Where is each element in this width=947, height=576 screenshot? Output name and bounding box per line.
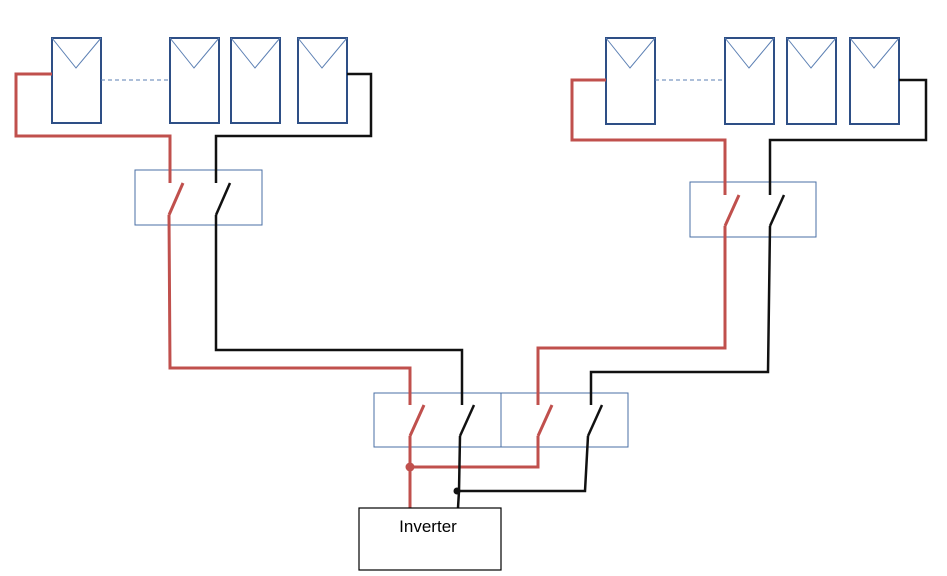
right-negative-wire-lower: [589, 225, 772, 405]
inverter: Inverter: [358, 507, 502, 571]
left-negative-switch-blade: [214, 182, 232, 216]
left-negative-wire-lower: [214, 215, 464, 405]
inverter-label: Inverter: [399, 517, 457, 536]
right-positive-switch-blade: [723, 194, 741, 227]
combiner-isolator-box-left: [373, 392, 502, 448]
combiner-positive-switch-blade-1: [408, 404, 426, 437]
pv-panel: [51, 37, 102, 124]
left-pv-string: [51, 37, 348, 124]
pv-panel: [297, 37, 348, 124]
left-negative-wire-upper: [214, 72, 373, 183]
pv-panel: [786, 37, 837, 125]
pv-panel: [849, 37, 900, 125]
pv-panel: [724, 37, 775, 125]
left-string-isolator-box: [134, 169, 263, 226]
combiner-isolator-box-right: [500, 392, 629, 448]
pv-panel: [230, 37, 281, 124]
left-positive-wire-lower: [167, 214, 412, 405]
right-pv-string: [605, 37, 900, 125]
negative-junction-dot: [453, 487, 461, 495]
right-negative-wire-upper: [768, 78, 928, 195]
combiner-negative-switch-blade-2: [586, 404, 604, 437]
combiner-negative-switch-blade-1: [458, 404, 476, 437]
left-positive-switch-blade: [167, 182, 185, 216]
combiner-positive-switch-blade-2: [536, 404, 554, 437]
positive-junction-dot: [405, 462, 415, 472]
right-positive-wire-lower: [536, 226, 727, 405]
inverter-box: [358, 507, 502, 571]
right-negative-switch-blade: [768, 194, 786, 227]
right-negative-to-bus: [457, 435, 590, 493]
right-positive-to-bus: [410, 436, 540, 469]
pv-panel: [605, 37, 656, 125]
right-positive-wire-upper: [570, 78, 727, 195]
left-positive-wire-upper: [14, 72, 172, 183]
pv-panel: [169, 37, 220, 124]
right-string-isolator-box: [689, 181, 817, 238]
